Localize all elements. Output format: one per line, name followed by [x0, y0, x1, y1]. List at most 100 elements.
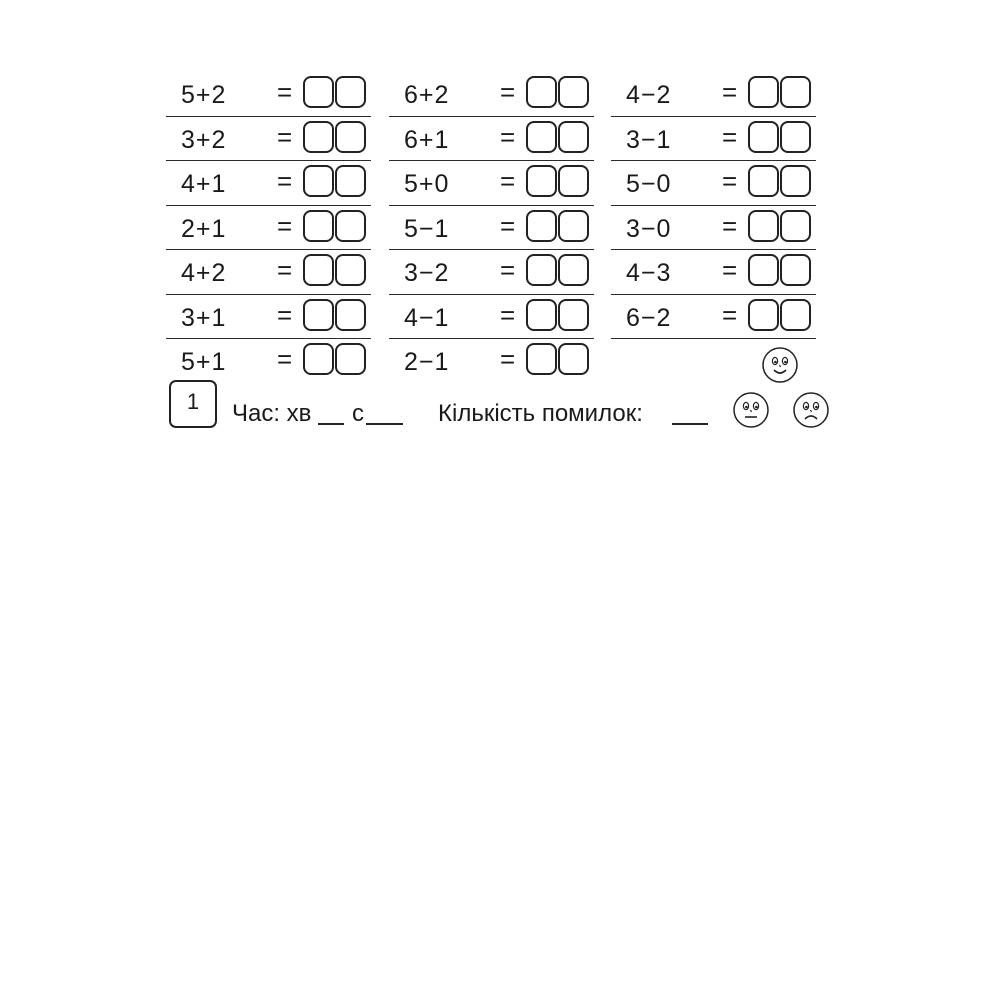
answer-box-tens[interactable]: [303, 298, 334, 331]
answer-box-tens[interactable]: [526, 343, 557, 375]
exercise-expression: 6+2: [404, 81, 450, 109]
equals-sign: =: [722, 166, 738, 196]
exercise-row: 4−1=: [389, 295, 594, 339]
answer-box-units[interactable]: [558, 120, 589, 153]
answer-box-tens[interactable]: [748, 76, 779, 108]
exercise-row: 6+1=: [389, 117, 594, 161]
exercise-expression: 6−2: [626, 303, 672, 332]
equals-sign: =: [500, 210, 516, 241]
task-number: 1: [186, 389, 200, 414]
answer-boxes: [748, 76, 814, 110]
equals-sign: =: [500, 344, 516, 374]
equals-sign: =: [277, 166, 293, 196]
answer-box-units[interactable]: [780, 165, 811, 197]
answer-boxes: [748, 298, 814, 333]
answer-box-units[interactable]: [335, 254, 366, 286]
sad-face-icon[interactable]: [792, 391, 830, 429]
answer-box-units[interactable]: [558, 254, 589, 286]
answer-boxes: [303, 76, 369, 110]
answer-box-tens[interactable]: [303, 343, 334, 375]
answer-box-units[interactable]: [558, 343, 589, 375]
errors-label: Кількість помилок:: [438, 400, 643, 427]
answer-boxes: [303, 120, 369, 155]
answer-box-tens[interactable]: [526, 298, 557, 331]
exercise-expression: 3−1: [626, 125, 672, 154]
exercise-expression: 2+1: [181, 214, 227, 243]
answer-box-units[interactable]: [780, 120, 811, 153]
exercise-expression: 6+1: [404, 125, 450, 154]
answer-boxes: [748, 165, 814, 199]
time-label: Час: хв: [232, 400, 312, 427]
answer-box-tens[interactable]: [526, 254, 557, 286]
exercise-row: 6+2 =: [389, 72, 594, 117]
exercise-row: 5+0=: [389, 161, 594, 206]
answer-box-tens[interactable]: [748, 209, 779, 242]
answer-box-tens[interactable]: [748, 120, 779, 153]
exercise-expression: 3+2: [181, 125, 227, 154]
answer-box-tens[interactable]: [303, 165, 334, 197]
equals-sign: =: [277, 77, 293, 107]
smiley-face-icon[interactable]: [761, 346, 799, 384]
equals-sign: =: [277, 210, 293, 241]
answer-box-tens[interactable]: [526, 76, 557, 108]
answer-box-units[interactable]: [558, 298, 589, 331]
answer-box-tens[interactable]: [526, 165, 557, 197]
equals-sign: =: [722, 255, 738, 285]
exercise-row: 2−1=: [389, 339, 594, 384]
equals-sign: =: [722, 77, 738, 107]
exercise-expression: 5+2: [181, 81, 227, 109]
exercise-column-1: 5+2=3+2=4+1=2+1=4+2=3+1=5+1=: [166, 72, 371, 384]
exercise-row: 3−1=: [611, 117, 816, 161]
answer-box-units[interactable]: [335, 298, 366, 331]
exercise-expression: 4−2: [626, 81, 672, 109]
answer-box-tens[interactable]: [303, 254, 334, 286]
exercise-row: 4+1=: [166, 161, 371, 206]
equals-sign: =: [500, 77, 516, 107]
answer-box-units[interactable]: [558, 76, 589, 108]
exercise-row: 3+2=: [166, 117, 371, 161]
exercise-row: 5−1=: [389, 206, 594, 250]
answer-boxes: [526, 76, 592, 110]
exercise-row: 4−2 =: [611, 72, 816, 117]
answer-box-units[interactable]: [335, 165, 366, 197]
exercise-row: 4−3 =: [611, 250, 816, 295]
answer-box-tens[interactable]: [303, 76, 334, 108]
answer-box-units[interactable]: [558, 165, 589, 197]
seconds-blank[interactable]: [366, 423, 403, 425]
answer-box-units[interactable]: [780, 254, 811, 286]
answer-box-tens[interactable]: [526, 209, 557, 242]
answer-box-units[interactable]: [335, 120, 366, 153]
answer-boxes: [303, 165, 369, 199]
answer-boxes: [526, 343, 592, 377]
answer-boxes: [303, 298, 369, 333]
neutral-face-icon[interactable]: [732, 391, 770, 429]
exercise-row: 6−2=: [611, 295, 816, 339]
answer-box-tens[interactable]: [748, 254, 779, 286]
answer-box-units[interactable]: [335, 343, 366, 375]
answer-box-units[interactable]: [335, 209, 366, 242]
answer-box-units[interactable]: [780, 76, 811, 108]
equals-sign: =: [722, 210, 738, 241]
equals-sign: =: [277, 299, 293, 330]
answer-box-tens[interactable]: [748, 165, 779, 197]
answer-box-units[interactable]: [780, 209, 811, 242]
answer-box-tens[interactable]: [303, 120, 334, 153]
answer-box-units[interactable]: [558, 209, 589, 242]
answer-box-tens[interactable]: [526, 120, 557, 153]
equals-sign: =: [277, 255, 293, 285]
answer-box-tens[interactable]: [748, 298, 779, 331]
exercise-expression: 3−0: [626, 214, 672, 243]
exercise-expression: 4−3: [626, 259, 672, 287]
answer-box-units[interactable]: [335, 76, 366, 108]
answer-boxes: [526, 209, 592, 244]
exercise-expression: 3−2: [404, 259, 450, 287]
minutes-blank[interactable]: [318, 423, 344, 425]
equals-sign: =: [500, 299, 516, 330]
answer-box-tens[interactable]: [303, 209, 334, 242]
equals-sign: =: [500, 255, 516, 285]
errors-count-blank[interactable]: [672, 423, 708, 425]
equals-sign: =: [277, 344, 293, 374]
answer-box-units[interactable]: [780, 298, 811, 331]
exercise-column-3: 4−2=3−1=5−0=3−0=4−3=6−2=: [611, 72, 816, 339]
